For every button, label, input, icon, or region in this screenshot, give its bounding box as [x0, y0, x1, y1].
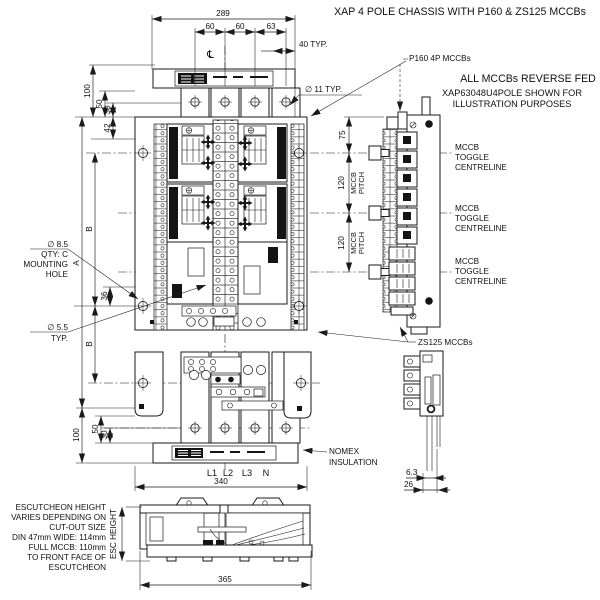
label-toggle3-l2: TOGGLE	[455, 267, 490, 276]
esc-note-l6: TO FRONT FACE OF	[27, 553, 106, 562]
p160-module-stack	[396, 131, 418, 245]
dim-100-top: 100	[83, 84, 92, 98]
label-pitch-a2: PITCH	[357, 172, 366, 194]
label-toggle3-l1: MCCB	[455, 257, 480, 266]
dim-63: 63	[266, 22, 276, 31]
dim-50-top: 50	[95, 99, 104, 109]
dim-120-b: 120	[337, 236, 346, 250]
top-dimensions: 289 60 60 63 ℄ 40 TYP. ∅ 11 TYP.	[151, 9, 362, 117]
dim-100-bottom: 100	[72, 428, 81, 442]
centreline-symbol: ℄	[206, 49, 214, 61]
mccb-row-1	[166, 123, 288, 183]
esc-note-l2: VARIES DEPENDING ON	[11, 513, 106, 522]
side-view	[368, 96, 441, 335]
esc-note-l4: DIN 47mm WIDE: 114mm	[12, 533, 106, 542]
label-55-dia: ∅ 5.5	[47, 323, 68, 332]
label-pitch-b1: MCCB	[349, 232, 358, 254]
busbar-group	[183, 356, 284, 411]
zs125-module-stack	[388, 246, 416, 306]
zs125-section	[150, 241, 298, 327]
bottom-flange	[152, 442, 299, 464]
dim-289: 289	[216, 9, 230, 18]
label-toggle1-l2: TOGGLE	[455, 153, 490, 162]
side-view-dimensions: 75 120 MCCB PITCH 120 MCCB PITCH P160 4P…	[310, 54, 507, 347]
label-11-typ: ∅ 11 TYP.	[305, 85, 342, 94]
label-toggle1-l3: CENTRELINE	[455, 163, 507, 172]
dim-b-upper: B	[85, 226, 94, 232]
mounting-tabs	[180, 87, 301, 118]
esc-note-l7: ESCUTCHEON	[49, 563, 106, 572]
label-nomex-l2: INSULATION	[329, 458, 378, 467]
left-dimensions: 100 50 30 42 A B 36 B 100 50 30	[72, 64, 181, 464]
label-toggle2-l3: CENTRELINE	[455, 224, 507, 233]
label-nomex-l1: NOMEX	[329, 447, 360, 456]
label-toggle3-l3: CENTRELINE	[455, 277, 507, 286]
esc-note-l1: ESCUTCHEON HEIGHT	[15, 503, 106, 512]
dim-120-a: 120	[337, 176, 346, 190]
dim-26: 26	[404, 480, 414, 489]
busbar-tail-view	[403, 350, 444, 471]
escutcheon-dimensions: ESC HEIGHT 365 ESCUTCHEON HEIGHT VARIES …	[11, 503, 312, 590]
label-mounting-word: MOUNTING	[23, 260, 68, 269]
escutcheon-view	[139, 497, 313, 562]
label-mounting-hole: HOLE	[46, 270, 69, 279]
dim-75: 75	[338, 130, 347, 140]
dim-60-a: 60	[205, 22, 215, 31]
neutral-terminal-strip	[212, 119, 239, 331]
label-zs125: ZS125 MCCBs	[418, 338, 473, 347]
note-model-line2: ILLUSTRATION PURPOSES	[453, 99, 572, 109]
label-esc-height: ESC HEIGHT	[109, 509, 118, 559]
label-55-typ: TYP.	[51, 334, 68, 343]
drawing-title: XAP 4 POLE CHASSIS WITH P160 & ZS125 MCC…	[334, 6, 586, 18]
label-pitch-b2: PITCH	[357, 232, 366, 254]
label-p160: P160 4P MCCBs	[409, 54, 471, 63]
label-toggle2-l2: TOGGLE	[455, 214, 490, 223]
dim-a: A	[72, 260, 81, 266]
label-mounting-qty: QTY: C	[41, 250, 68, 259]
label-toggle2-l1: MCCB	[455, 204, 480, 213]
label-40-typ: 40 TYP.	[299, 40, 327, 49]
terminal-l3: L3	[242, 468, 252, 478]
dim-60-b: 60	[235, 22, 245, 31]
dim-6-3: 6.3	[406, 468, 418, 477]
side-plate-left	[134, 351, 164, 417]
dim-30-bottom: 30	[100, 430, 109, 440]
terminal-l1: L1	[207, 468, 217, 478]
dim-340: 340	[214, 477, 228, 486]
left-leader-labels: ∅ 8.5 QTY: C MOUNTING HOLE ∅ 5.5 TYP.	[23, 240, 207, 343]
dim-42: 42	[103, 123, 112, 133]
bottom-dimensions: NOMEX INSULATION 340 6.3 26	[134, 447, 450, 494]
note-reverse-fed: ALL MCCBs REVERSE FED	[460, 73, 596, 85]
toggle-group	[368, 145, 390, 280]
esc-note-l5: FULL MCCB: 110mm	[29, 543, 107, 552]
dim-365: 365	[218, 575, 232, 584]
note-model-line1: XAP63048U4POLE SHOWN FOR	[442, 88, 582, 98]
dim-30-top: 30	[103, 105, 112, 115]
main-front-view	[86, 46, 452, 331]
label-pitch-a1: MCCB	[349, 172, 358, 194]
terminal-l2: L2	[223, 468, 233, 478]
terminal-n: N	[263, 468, 270, 478]
label-mounting-dia: ∅ 8.5	[47, 240, 68, 249]
dim-b-lower: B	[85, 341, 94, 347]
esc-note-l3: CUT-OUT SIZE	[49, 523, 106, 532]
dim-50-bottom: 50	[91, 424, 100, 434]
mccb-row-2	[166, 183, 288, 243]
top-flange	[152, 68, 296, 89]
bottom-assembly-view: L1 L2 L3 N	[88, 334, 320, 478]
dim-36: 36	[100, 291, 109, 301]
label-toggle1-l1: MCCB	[455, 143, 480, 152]
